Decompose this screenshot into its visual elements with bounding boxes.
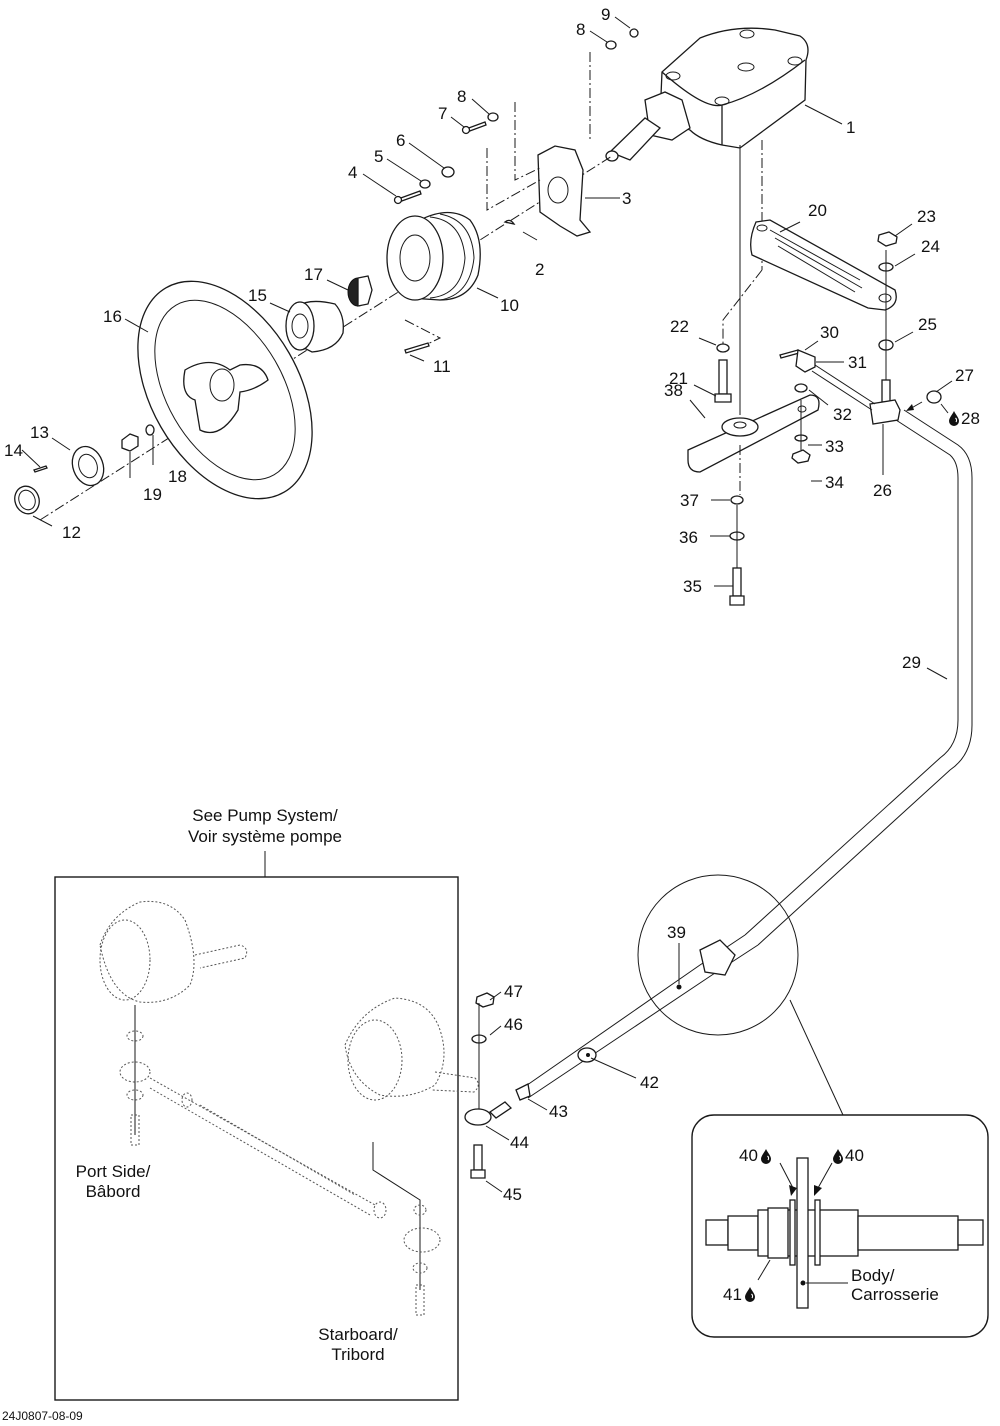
- detail-inset: [691, 1114, 989, 1338]
- helm-unit: [605, 27, 809, 162]
- label-part-8a: 8: [457, 87, 466, 106]
- label-part-29: 29: [902, 653, 921, 672]
- label-part-46: 46: [504, 1015, 523, 1034]
- starboard-label: Starboard/ Tribord: [318, 1325, 398, 1364]
- label-part-35: 35: [683, 577, 702, 596]
- pump-note-line1: See Pump System/: [192, 806, 338, 825]
- label-part-10: 10: [500, 296, 519, 315]
- label-part-15: 15: [248, 286, 267, 305]
- label-part-36: 36: [679, 528, 698, 547]
- label-part-25: 25: [918, 315, 937, 334]
- label-part-2: 2: [535, 260, 544, 279]
- label-part-9: 9: [601, 5, 610, 24]
- starboard-line1: Starboard/: [318, 1325, 398, 1344]
- label-part-40b: 40: [845, 1146, 864, 1165]
- port-side-line2: Bâbord: [86, 1182, 141, 1201]
- label-part-4: 4: [348, 163, 357, 182]
- label-part-22: 22: [670, 317, 689, 336]
- port-nozzle: [99, 900, 248, 1146]
- label-part-23: 23: [917, 207, 936, 226]
- lower-fasteners: [729, 445, 745, 606]
- label-part-18: 18: [168, 467, 187, 486]
- body-label: Body/ Carrosserie: [851, 1266, 939, 1304]
- label-part-14: 14: [4, 441, 23, 460]
- label-part-41: 41: [723, 1285, 742, 1304]
- label-part-20: 20: [808, 201, 827, 220]
- reference-code: 24J0807-08-09: [2, 1409, 83, 1423]
- label-part-26: 26: [873, 481, 892, 500]
- label-part-47: 47: [504, 982, 523, 1001]
- label-part-40a-lubricant: 40: [739, 1146, 772, 1165]
- cable-end-fittings: [779, 349, 942, 464]
- label-part-28-lubricant: 28: [948, 409, 980, 428]
- label-part-19: 19: [143, 485, 162, 504]
- label-part-30: 30: [820, 323, 839, 342]
- label-part-16: 16: [103, 307, 122, 326]
- label-part-45: 45: [503, 1185, 522, 1204]
- steering-hub: [386, 211, 481, 301]
- label-part-17: 17: [304, 265, 323, 284]
- label-part-12: 12: [62, 523, 81, 542]
- starboard-line2: Tribord: [331, 1345, 384, 1364]
- mounting-plate: [537, 145, 592, 237]
- label-part-34: 34: [825, 473, 844, 492]
- label-part-6: 6: [396, 131, 405, 150]
- label-part-7: 7: [438, 104, 447, 123]
- label-part-41-lubricant: 41: [723, 1285, 756, 1304]
- lower-bracket: [687, 394, 820, 473]
- tie-rod: [149, 1077, 387, 1219]
- pump-system-note: See Pump System/ Voir système pompe: [188, 806, 342, 846]
- body-line1: Body/: [851, 1266, 895, 1285]
- detail-circle: [637, 874, 844, 1116]
- port-side-line1: Port Side/: [76, 1162, 151, 1181]
- label-part-44: 44: [510, 1133, 529, 1152]
- part-labels: 1 2 3 4 5 6 7 8 8 9 10 11 12 13 14 15 16…: [4, 5, 980, 1304]
- label-part-43: 43: [549, 1102, 568, 1121]
- label-part-13: 13: [30, 423, 49, 442]
- label-part-3: 3: [622, 189, 631, 208]
- bracket-fasteners: [714, 231, 898, 403]
- label-part-33: 33: [825, 437, 844, 456]
- ball-joint-stack: [464, 992, 513, 1179]
- horn-cap-assembly: [14, 445, 105, 515]
- label-part-11: 11: [433, 357, 451, 376]
- label-part-24: 24: [921, 237, 940, 256]
- label-part-38: 38: [664, 381, 683, 400]
- leader-lines: [21, 16, 953, 1193]
- label-part-39: 39: [667, 923, 686, 942]
- pump-system-frame: [54, 876, 459, 1401]
- label-part-42: 42: [640, 1073, 659, 1092]
- label-part-40a: 40: [739, 1146, 758, 1165]
- label-part-5: 5: [374, 147, 383, 166]
- label-part-28: 28: [961, 409, 980, 428]
- label-part-32: 32: [833, 405, 852, 424]
- label-part-21: 21: [669, 369, 688, 388]
- label-part-27: 27: [955, 366, 974, 385]
- starboard-nozzle: [344, 997, 479, 1316]
- upper-bracket: [750, 219, 897, 311]
- label-part-37: 37: [680, 491, 699, 510]
- spline-adapter: [285, 275, 373, 353]
- steering-cable: [519, 409, 973, 1099]
- pump-note-line2: Voir système pompe: [188, 827, 342, 846]
- port-side-label: Port Side/ Bâbord: [76, 1162, 151, 1201]
- body-line2: Carrosserie: [851, 1285, 939, 1304]
- helm-vertical-lines: [739, 140, 763, 415]
- label-part-1: 1: [846, 118, 855, 137]
- fasteners-4-9: [393, 28, 639, 205]
- label-part-40b-lubricant: 40: [832, 1146, 864, 1165]
- label-part-31: 31: [848, 353, 867, 372]
- label-part-8b: 8: [576, 20, 585, 39]
- steering-wheel: [137, 280, 313, 500]
